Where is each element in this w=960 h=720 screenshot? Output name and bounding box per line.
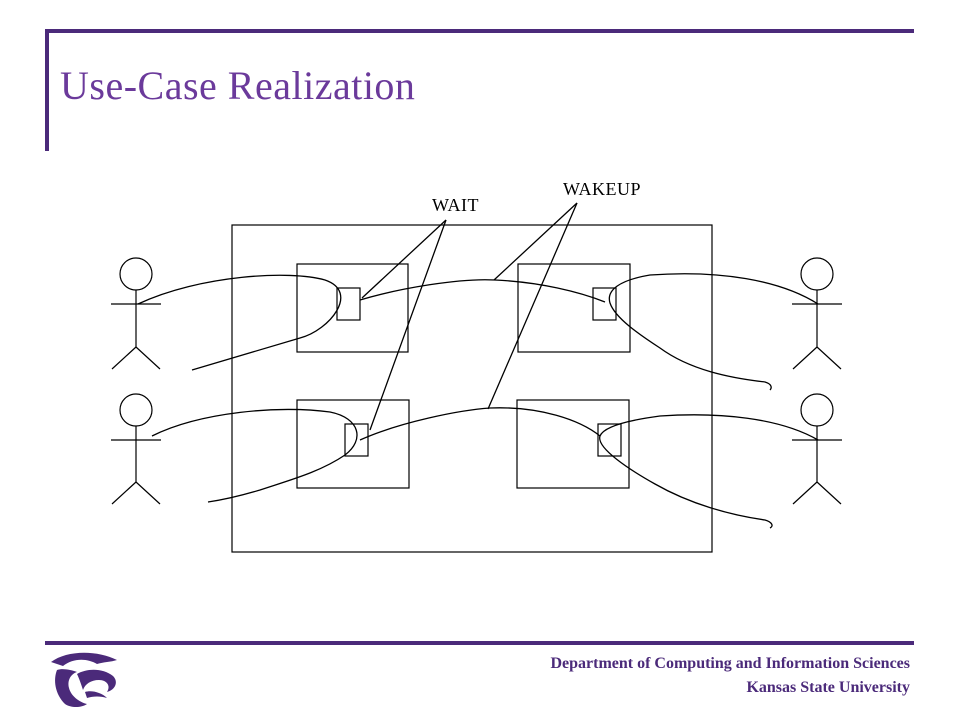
- flow-bottom-left-in: [151, 408, 358, 503]
- component-bottom-left: [296, 399, 410, 489]
- actor-top-right: [792, 257, 842, 370]
- wait-label: WAIT: [432, 195, 479, 215]
- left-rule: [45, 29, 49, 151]
- component-top-right: [517, 263, 631, 353]
- actor-bottom-right: [792, 393, 842, 505]
- bottom-rule: [45, 641, 914, 645]
- component-top-left: [296, 263, 409, 353]
- slide-title: Use-Case Realization: [60, 63, 416, 108]
- actor-bottom-left: [111, 393, 161, 505]
- flow-top-left-in: [137, 274, 342, 371]
- wait-pointer-to-top-port: [361, 219, 447, 299]
- top-rule: [48, 29, 914, 33]
- wakeup-pointer-to-bottom-message: [487, 202, 578, 410]
- port-top-left: [336, 287, 361, 321]
- system-boundary: [231, 224, 713, 553]
- wait-pointer-to-bottom-port: [369, 219, 447, 431]
- port-bottom-right: [597, 423, 622, 457]
- flow-top-message: [359, 279, 606, 303]
- flow-top-right-in: [608, 273, 819, 391]
- footer-university: Kansas State University: [746, 679, 910, 696]
- component-bottom-right: [516, 399, 630, 489]
- footer-department: Department of Computing and Information …: [550, 655, 910, 672]
- flow-bottom-right-in: [599, 414, 819, 529]
- wakeup-pointer-to-top-message: [493, 202, 578, 281]
- wildcat-logo-icon: [51, 652, 117, 707]
- actor-top-left: [111, 257, 161, 370]
- wakeup-label: WAKEUP: [563, 179, 641, 199]
- flow-bottom-message: [359, 407, 601, 441]
- port-top-right: [592, 287, 617, 321]
- port-bottom-left: [344, 423, 369, 457]
